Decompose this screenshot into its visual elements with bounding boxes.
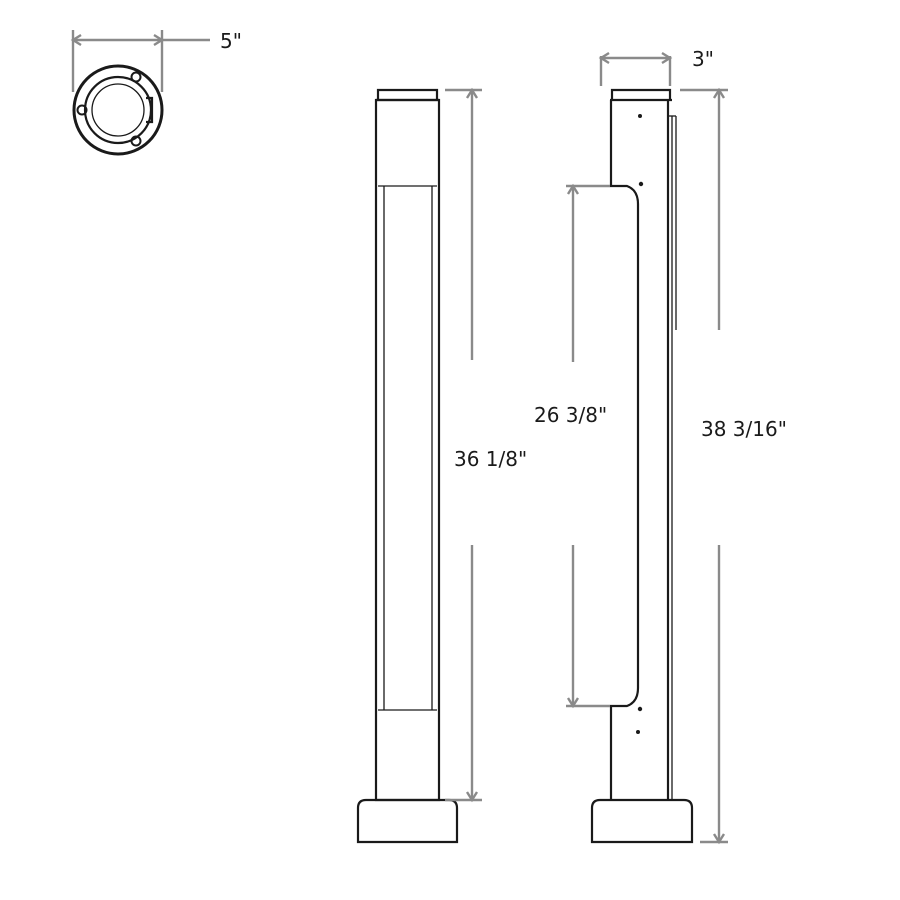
mounting-hole-icon <box>636 730 640 734</box>
top-view: 5" <box>70 29 242 156</box>
cutout-height-dimension: 26 3/8" <box>534 183 610 709</box>
mounting-hole-icon <box>638 181 644 187</box>
base-diameter-label: 5" <box>220 29 242 53</box>
total-height-dimension: 38 3/16" <box>680 87 787 845</box>
screw-icon <box>130 135 142 147</box>
front-height-dimension: 36 1/8" <box>445 87 527 803</box>
depth-label: 3" <box>692 47 714 71</box>
total-height-label: 38 3/16" <box>701 417 787 441</box>
top-view-width-dimension: 5" <box>70 29 242 92</box>
side-depth-dimension: 3" <box>598 47 714 86</box>
screw-icon <box>130 71 142 83</box>
lens-height-label: 36 1/8" <box>454 447 527 471</box>
mounting-hole-icon <box>638 114 642 118</box>
cutout-height-label: 26 3/8" <box>534 403 607 427</box>
mounting-hole-icon <box>637 706 643 712</box>
front-view: 36 1/8" <box>356 87 527 844</box>
top-view-base-circle <box>72 64 164 156</box>
side-view: 3" 26 3/8" <box>534 47 787 845</box>
screw-icon <box>76 104 88 116</box>
